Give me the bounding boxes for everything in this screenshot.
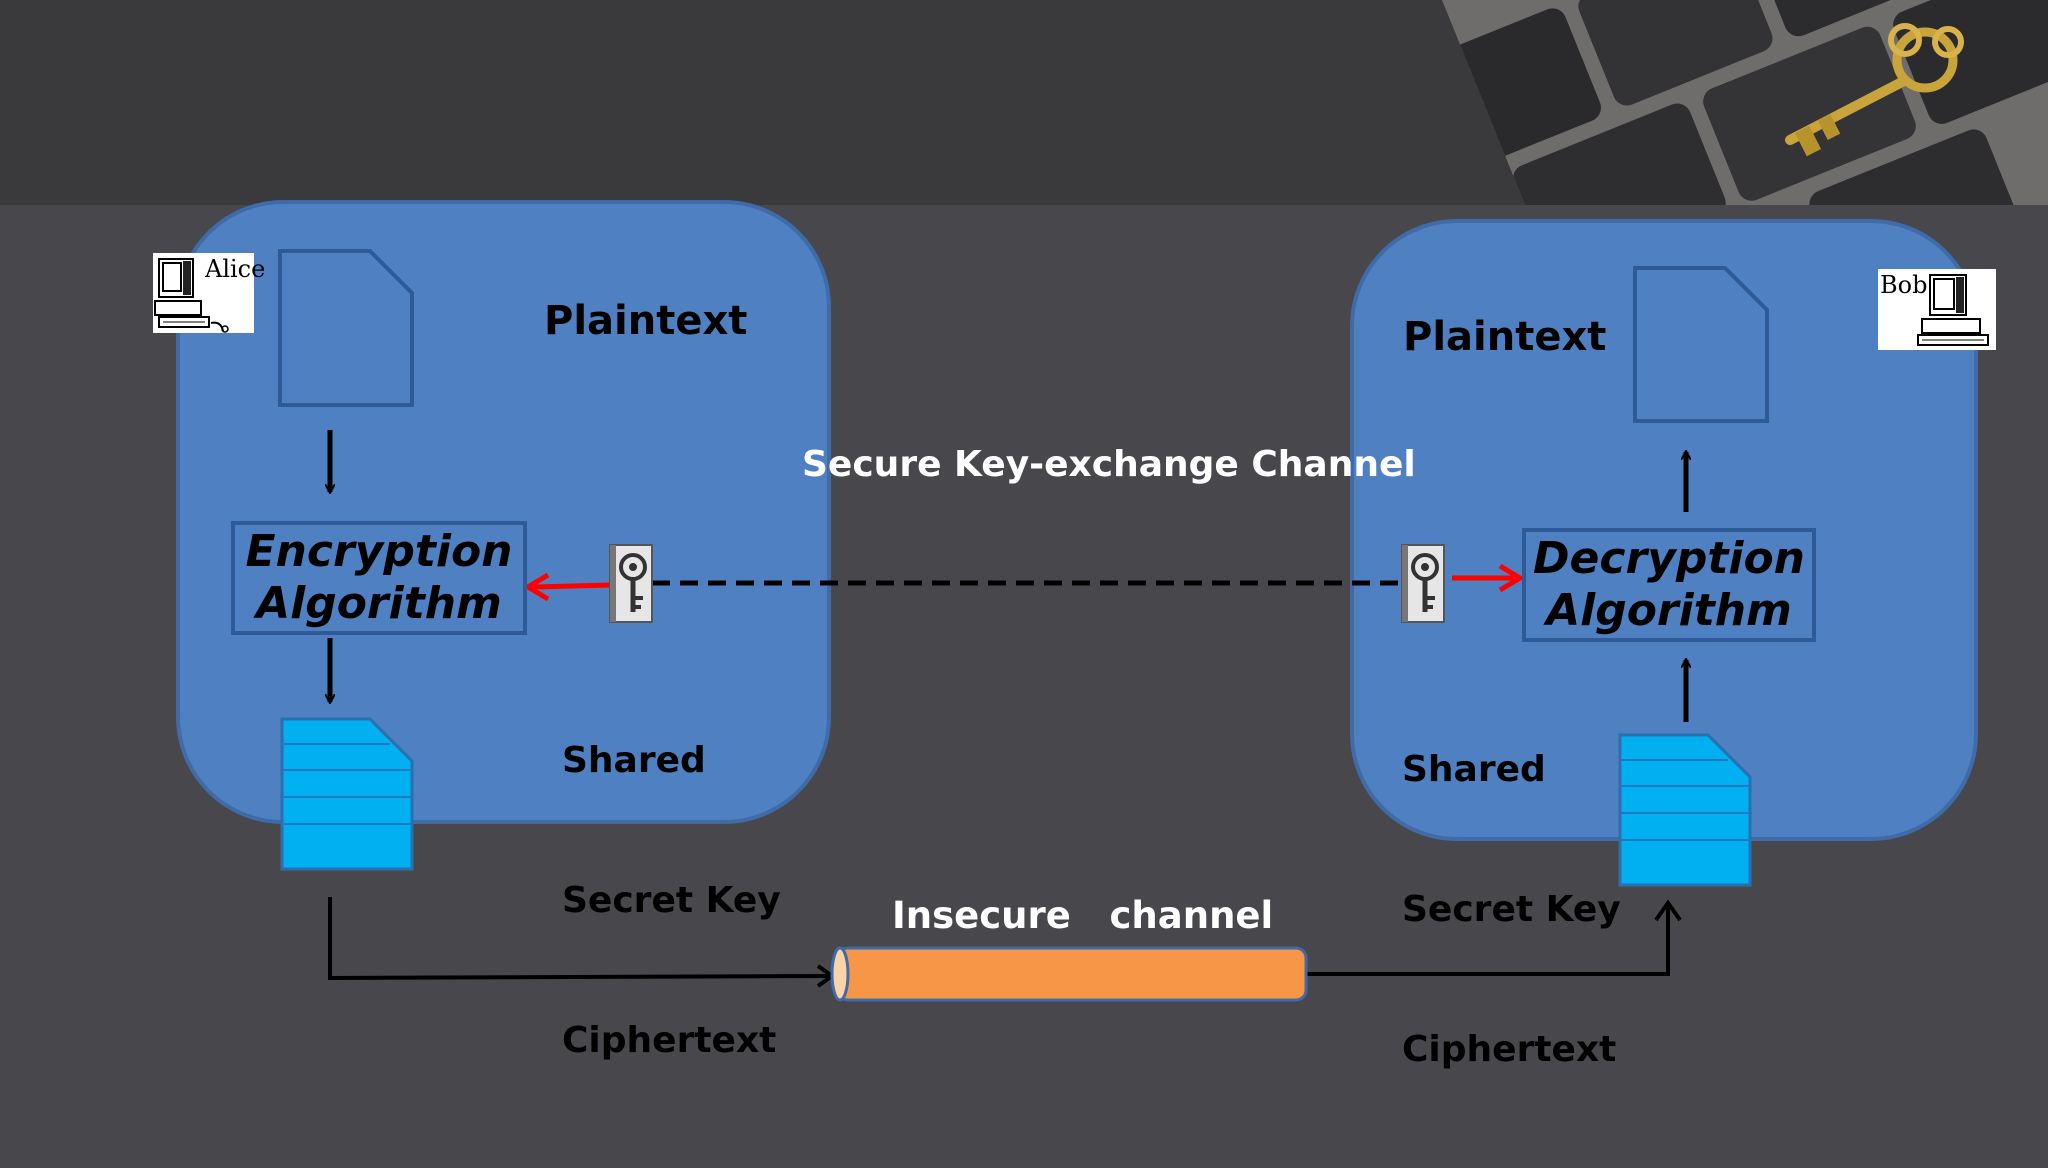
insecure-channel-pipe xyxy=(830,946,1308,1002)
computer-icon xyxy=(154,258,229,333)
encryption-algorithm-line-2: Algorithm xyxy=(256,578,502,629)
bob-ciphertext-document-icon xyxy=(1618,733,1752,887)
alice-shared-label: Shared xyxy=(562,739,706,781)
alice-computer-icon: Alice xyxy=(153,253,265,333)
alice-key-arrow xyxy=(523,572,613,602)
alice-key-labels: Shared Secret Key Ciphertext xyxy=(562,644,781,1159)
bob-ciphertext-label: Ciphertext xyxy=(1402,1029,1617,1071)
keyboard-key-photo xyxy=(1442,0,2048,205)
decryption-algorithm-line-1: Decryption xyxy=(1533,533,1805,585)
alice-ciphertext-label: Ciphertext xyxy=(562,1020,777,1062)
alice-plaintext-label: Plaintext xyxy=(544,298,748,344)
insecure-channel-label: Insecure channel xyxy=(892,894,1274,937)
computer-icon xyxy=(1917,274,1989,346)
alice-name: Alice xyxy=(205,255,266,283)
alice-ciphertext-document-icon xyxy=(280,717,414,871)
encryption-algorithm-box: Encryption Algorithm xyxy=(231,521,527,635)
alice-secret-key-label: Secret Key xyxy=(562,879,781,921)
secure-channel-label: Secure Key-exchange Channel xyxy=(802,444,1416,485)
channel-to-bob-line xyxy=(1306,907,1670,976)
bob-secret-key-label: Secret Key xyxy=(1402,888,1621,930)
bob-name: Bob xyxy=(1880,271,1928,299)
bob-shared-label: Shared xyxy=(1402,748,1546,790)
alice-to-channel-line xyxy=(328,897,831,981)
bob-key-labels: Shared Secret Key Ciphertext xyxy=(1402,653,1621,1168)
bob-key-arrow xyxy=(1452,563,1525,593)
bob-plaintext-document-icon xyxy=(1633,266,1769,423)
golden-key-icon xyxy=(1785,23,1964,157)
decryption-algorithm-box: Decryption Algorithm xyxy=(1522,528,1816,642)
alice-plaintext-document-icon xyxy=(278,249,414,407)
encryption-algorithm-line-1: Encryption xyxy=(245,526,513,578)
bob-key-icon xyxy=(1401,544,1445,623)
alice-key-icon xyxy=(609,544,653,623)
bob-computer-icon: Bob xyxy=(1878,269,1996,350)
decryption-algorithm-line-2: Algorithm xyxy=(1546,585,1792,636)
bob-plaintext-label: Plaintext xyxy=(1403,314,1607,360)
